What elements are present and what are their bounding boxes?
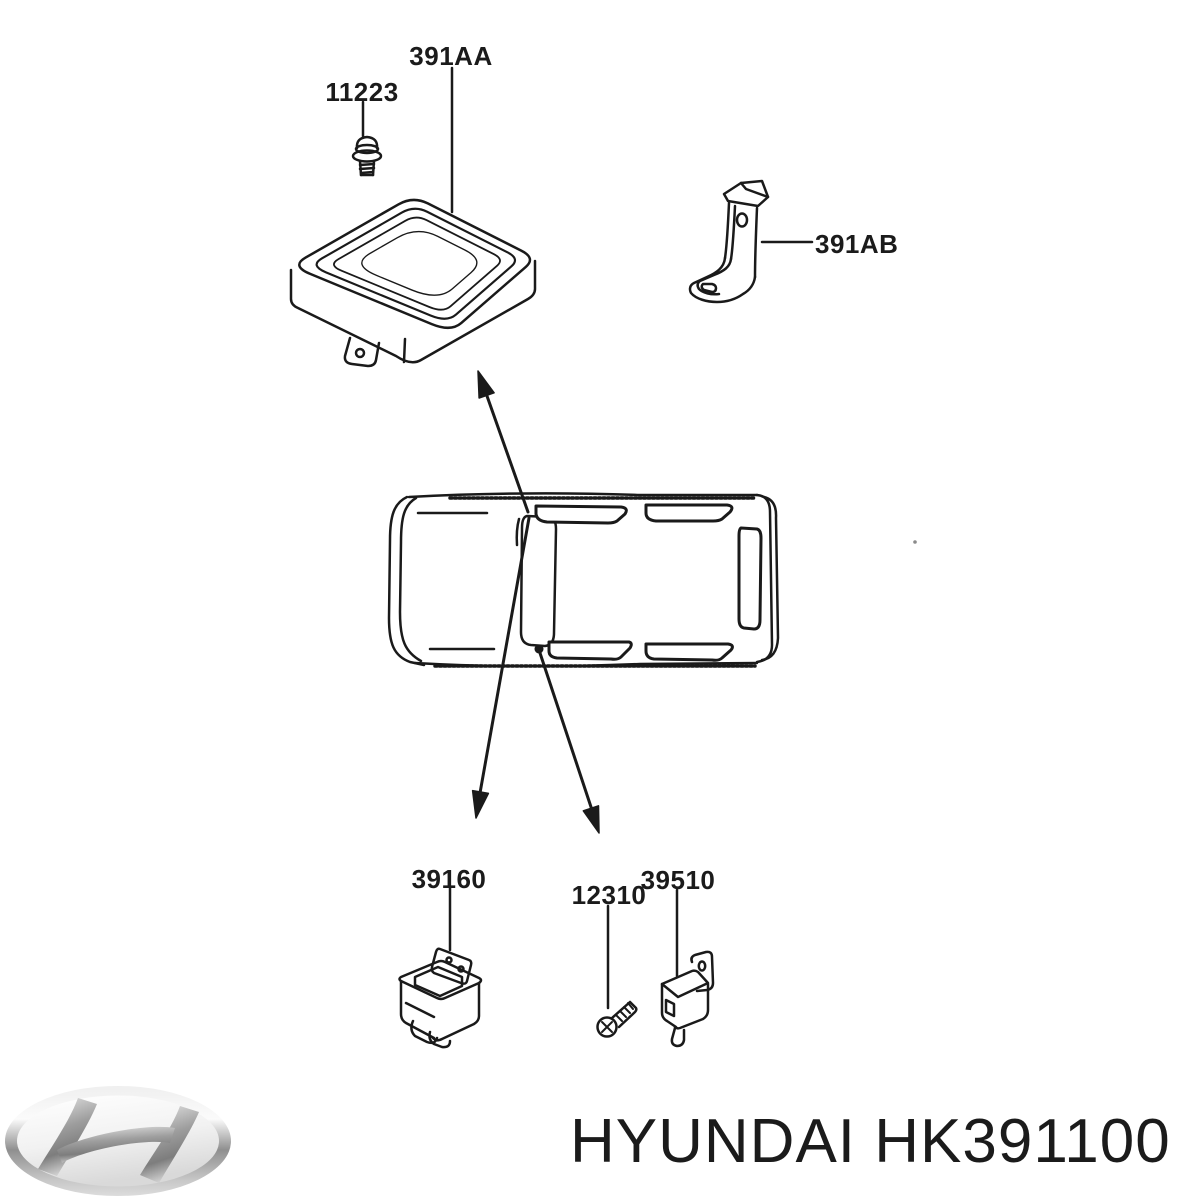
ecu-drawing [289, 198, 537, 368]
scan-speck [913, 540, 917, 544]
hyundai-logo-icon [5, 1086, 231, 1196]
leader-lines [361, 66, 814, 1010]
part-label-39160: 39160 [411, 864, 487, 894]
part-label-11223: 11223 [325, 77, 399, 107]
bracket-drawing [688, 179, 770, 304]
relay-39510-drawing [660, 950, 715, 1048]
screw-drawing [596, 1000, 638, 1038]
bolt-drawing [351, 135, 383, 177]
part-label-391AA: 391AA [409, 41, 493, 71]
part-label-12310: 12310 [571, 880, 647, 910]
part-label-39510: 39510 [640, 865, 716, 895]
location-arrows [471, 370, 600, 834]
brand-part-number-text: HYUNDAI HK391100 [570, 1107, 1171, 1176]
relay-39160-drawing [398, 947, 483, 1049]
car-top-view [387, 492, 780, 668]
part-label-391AB: 391AB [815, 229, 899, 259]
